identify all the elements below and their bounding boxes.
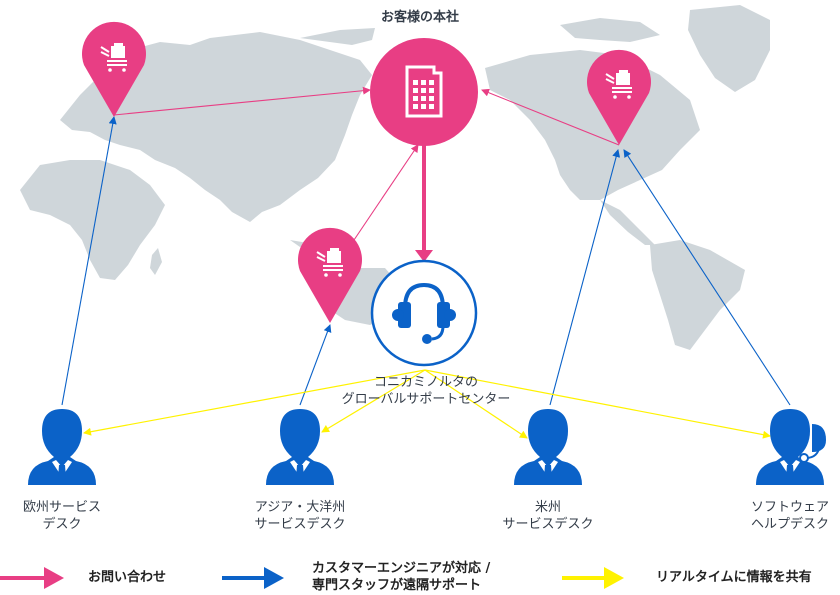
- support-center-label: コニカミノルタの グローバルサポートセンター: [341, 375, 511, 407]
- legend-inquiry-label: お問い合わせ: [88, 570, 167, 585]
- map-south-america: [650, 240, 745, 350]
- desk-label-software: ソフトウェア ヘルプデスク: [750, 500, 829, 532]
- line-center-to-asia-desk: [321, 369, 426, 433]
- map-africa: [20, 160, 165, 280]
- legend-arrows: [0, 567, 624, 589]
- map-central-america: [600, 200, 655, 245]
- map-europe-asia: [60, 32, 372, 222]
- headquarters-node: [370, 38, 478, 146]
- desk-label-asia-pacific: アジア・大洋州 サービスデスク: [254, 500, 346, 532]
- line-americas-site-to-hq: [481, 88, 620, 146]
- businessman-icon: [514, 409, 582, 485]
- customer-site-europe: [81, 21, 146, 117]
- legend-yellow-arrow: [562, 567, 624, 589]
- asia-desk-person: [266, 409, 334, 485]
- line-europe-site-to-hq: [113, 86, 371, 116]
- yellow-sharing-lines: [83, 369, 771, 439]
- headset-icon: [392, 282, 456, 344]
- desk-label-europe: 欧州サービス デスク: [22, 500, 101, 532]
- map-pin-icon: [297, 227, 362, 323]
- map-arctic-islands: [560, 18, 660, 42]
- hq-to-center-arrow-head: [415, 250, 433, 262]
- pink-inquiry-lines: [113, 86, 620, 241]
- line-center-to-software-desk: [424, 369, 771, 439]
- line-center-to-europe-desk: [83, 369, 426, 436]
- businessman-icon: [266, 409, 334, 485]
- office-building-icon: [405, 65, 443, 118]
- map-greenland: [688, 5, 770, 92]
- map-pin-icon: [81, 21, 146, 117]
- headquarters-title: お客様の本社: [380, 10, 459, 25]
- legend-engineer-support-label: カスタマーエンジニアが対応 / 専門スタッフが遠隔サポート: [312, 561, 491, 593]
- europe-desk-person: [28, 409, 96, 485]
- software-desk-person: [756, 409, 826, 485]
- support-center-node: [370, 259, 478, 367]
- americas-desk-person: [514, 409, 582, 485]
- map-pin-icon: [587, 49, 651, 145]
- legend-realtime-sharing-label: リアルタイムに情報を共有: [656, 570, 812, 585]
- desk-label-americas: 米州 サービスデスク: [502, 500, 594, 532]
- customer-site-americas: [587, 49, 651, 145]
- line-center-to-americas-desk: [424, 369, 528, 439]
- blue-support-lines: [61, 116, 791, 406]
- line-americas-desk-to-site: [549, 149, 621, 406]
- legend-pink-arrow: [0, 567, 64, 589]
- line-asia-site-to-hq: [353, 144, 419, 241]
- map-madagascar: [150, 248, 162, 275]
- map-russia-east: [300, 28, 375, 45]
- customer-site-asia-pacific: [297, 227, 362, 323]
- line-software-desk-to-site: [623, 149, 791, 406]
- businessman-icon: [28, 409, 96, 485]
- line-europe-desk-to-site: [61, 116, 117, 406]
- legend-blue-arrow: [222, 567, 284, 589]
